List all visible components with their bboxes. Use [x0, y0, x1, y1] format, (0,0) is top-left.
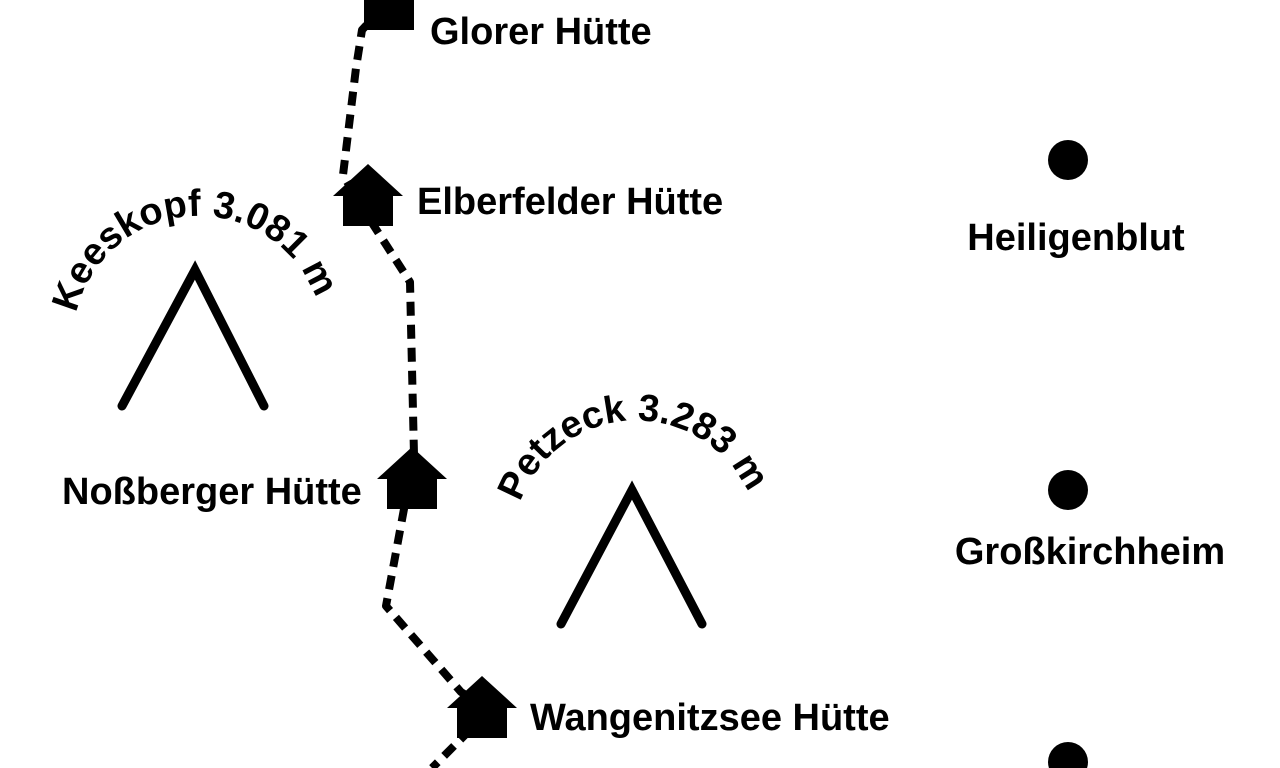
- mountain-peak-icon: [117, 260, 269, 411]
- town-label-grosskirchheim: Großkirchheim: [955, 531, 1225, 573]
- town-dot-icon: [1048, 470, 1088, 510]
- peak-label-keeskopf-text: Keeskopf 3.081 m: [44, 183, 346, 316]
- hut-label-glorer: Glorer Hütte: [430, 11, 652, 53]
- peak-label-keeskopf: Keeskopf 3.081 m: [44, 183, 346, 316]
- hut-icon: [447, 676, 517, 738]
- hut-icon: [377, 447, 447, 509]
- hut-label-nossberger: Noßberger Hütte: [62, 471, 362, 513]
- mountain-peak-icon: [556, 480, 707, 629]
- town-dot-icon: [1048, 140, 1088, 180]
- town-dot-icon: [1048, 742, 1088, 768]
- hut-icon: [354, 0, 424, 30]
- trail-path: [339, 5, 494, 768]
- town-label-heiligenblut: Heiligenblut: [967, 217, 1185, 259]
- hut-label-elberfelder: Elberfelder Hütte: [417, 181, 723, 223]
- hut-label-wangenitzsee: Wangenitzsee Hütte: [530, 697, 890, 739]
